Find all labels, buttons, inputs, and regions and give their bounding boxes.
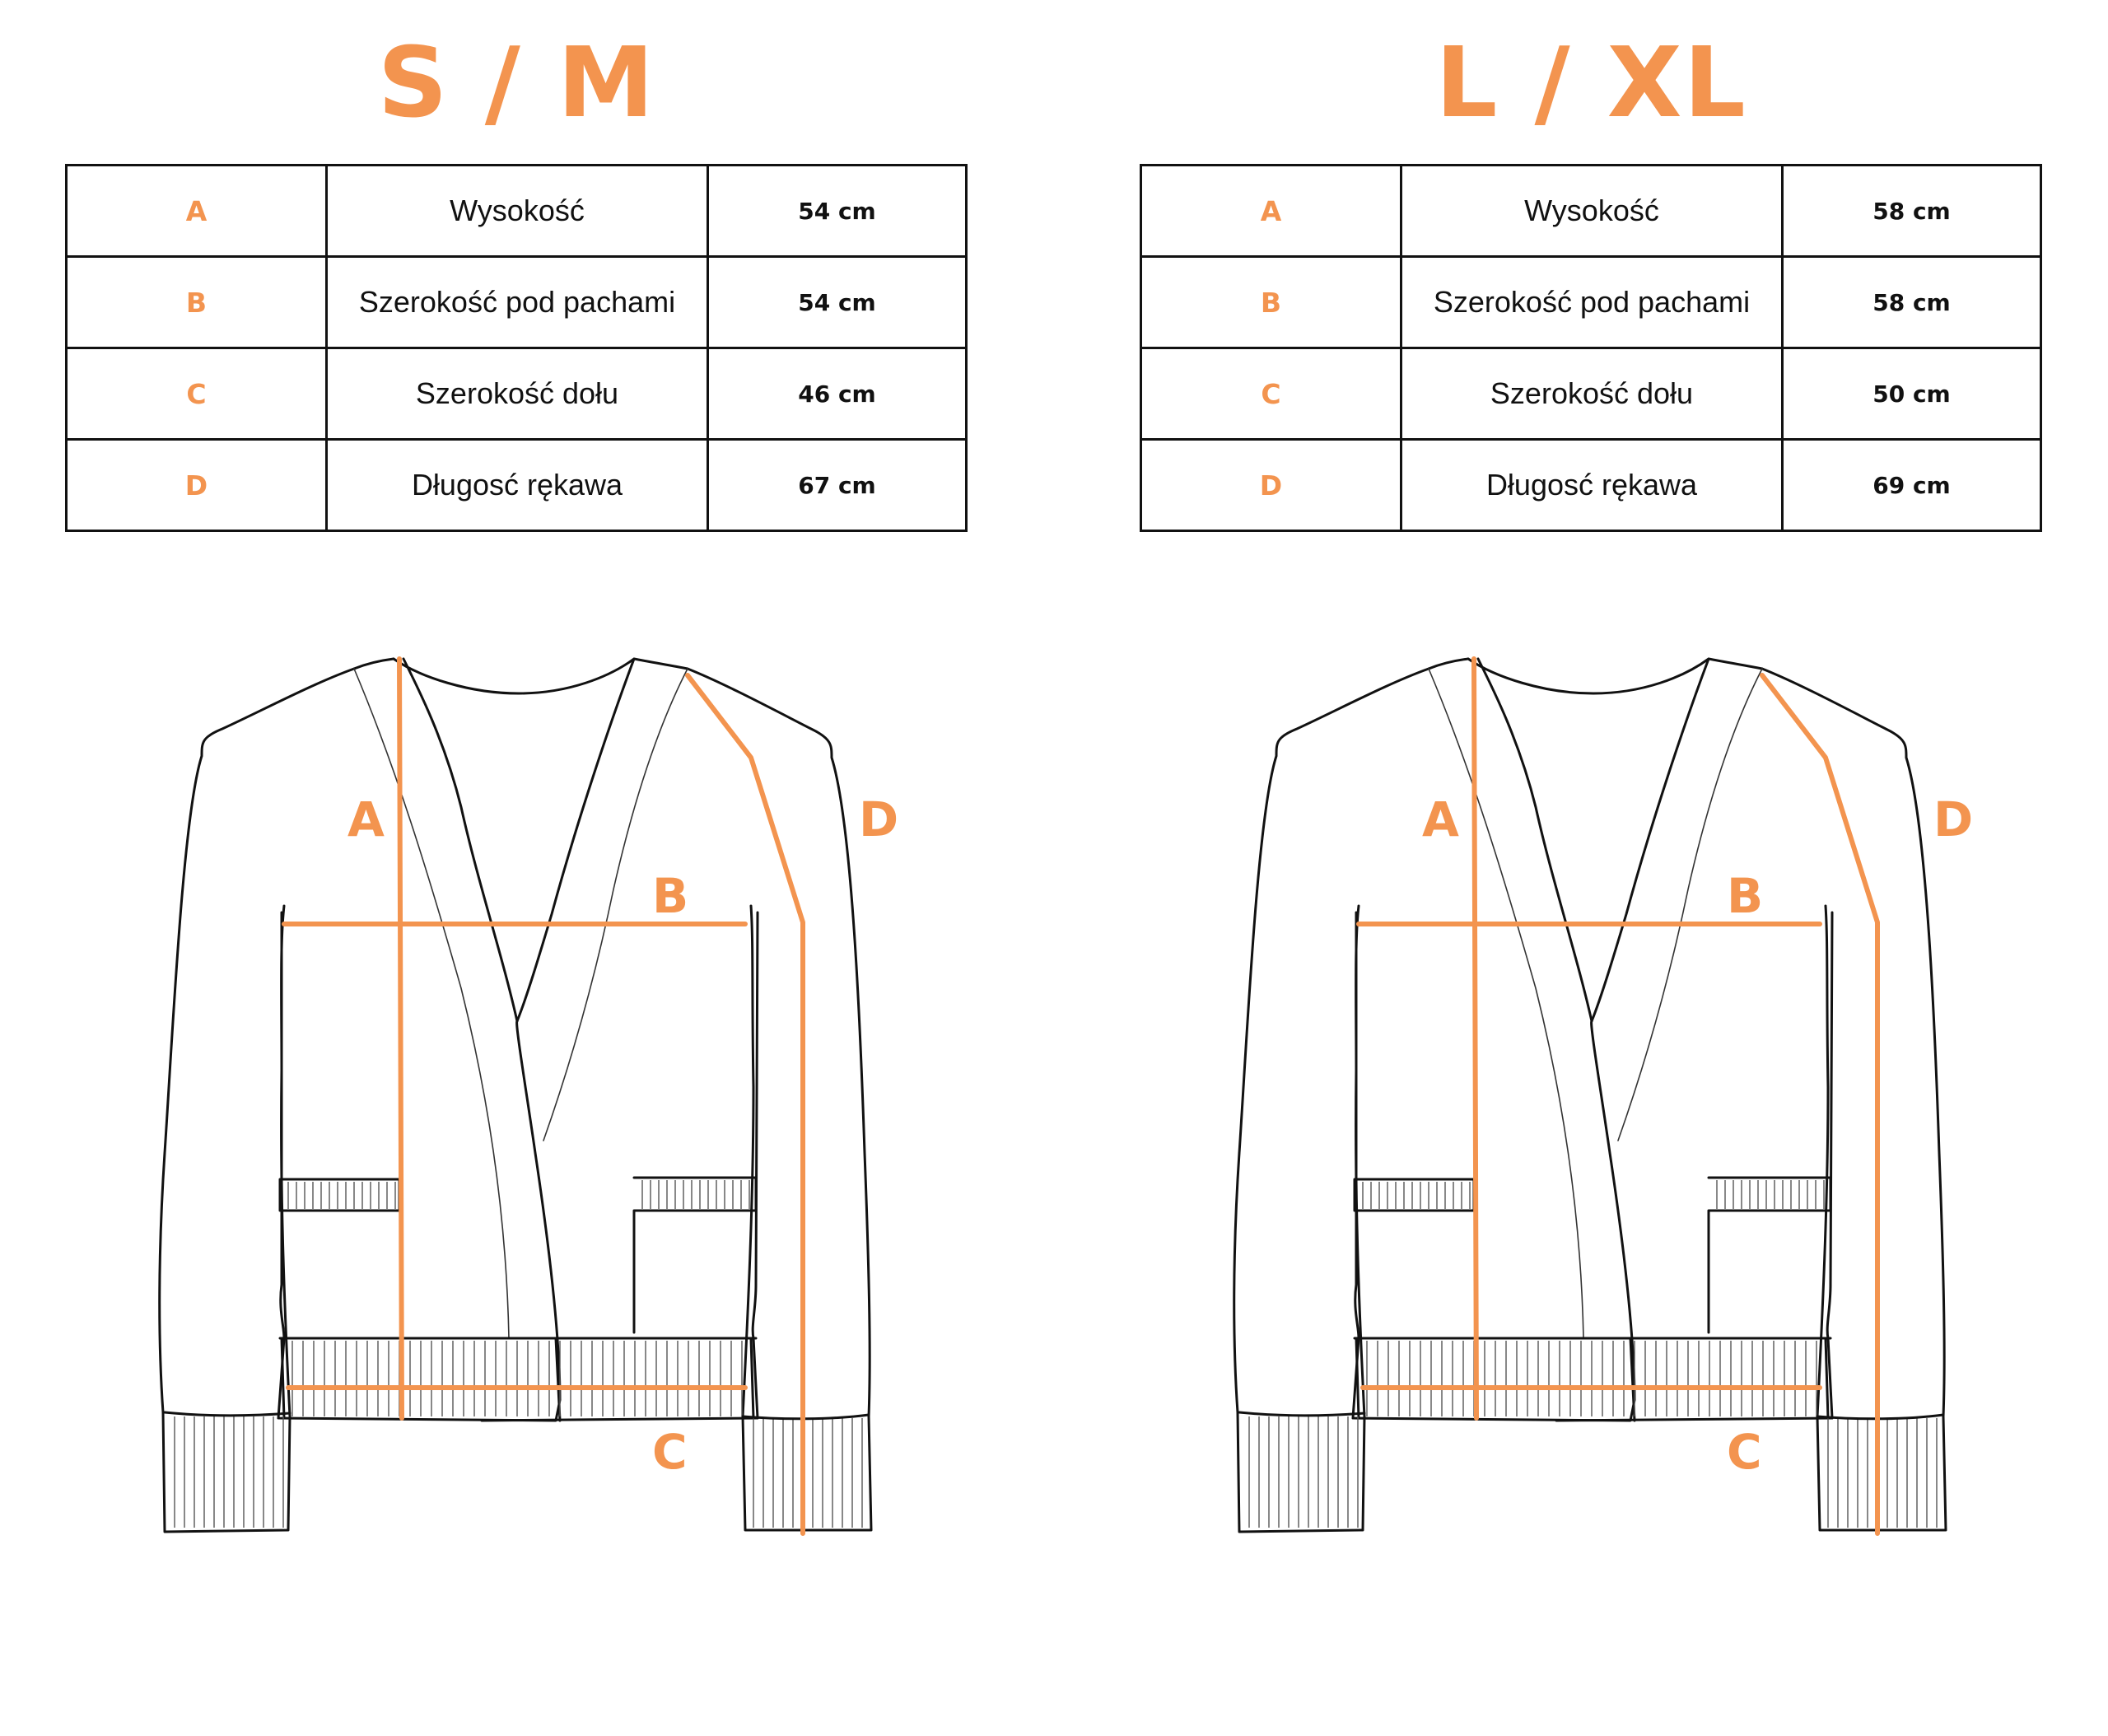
measurement-lines — [1356, 656, 1880, 1536]
table-row: B Szerokość pod pachami 54 cm — [65, 255, 968, 349]
measure-letter: D — [1140, 438, 1402, 532]
measure-value: 69 cm — [1781, 438, 2042, 532]
measure-value: 46 cm — [707, 347, 968, 441]
table-row: A Wysokość 58 cm — [1140, 164, 2042, 258]
measure-line-a — [1471, 656, 1479, 1421]
measure-letter: D — [65, 438, 328, 532]
label-a: A — [347, 791, 385, 847]
measure-label: Wysokość — [1400, 164, 1784, 258]
measure-label: Szerokość dołu — [325, 347, 709, 441]
table-row: C Szerokość dołu 46 cm — [65, 347, 968, 441]
measure-label: Wysokość — [325, 164, 709, 258]
measure-letter: A — [1140, 164, 1402, 258]
measure-value: 58 cm — [1781, 255, 2042, 349]
measure-label: Szerokość pod pachami — [325, 255, 709, 349]
label-d: D — [859, 791, 898, 847]
measure-letter: C — [1140, 347, 1402, 441]
measure-letter: A — [65, 164, 328, 258]
measure-label: Długosć rękawa — [1400, 438, 1784, 532]
measure-line-a — [397, 656, 404, 1421]
measure-label: Długosć rękawa — [325, 438, 709, 532]
label-b: B — [652, 868, 688, 924]
label-d: D — [1933, 791, 1973, 847]
table-row: C Szerokość dołu 50 cm — [1140, 347, 2042, 441]
measure-label: Szerokość pod pachami — [1400, 255, 1784, 349]
measure-letter: B — [65, 255, 328, 349]
table-row: A Wysokość 54 cm — [65, 164, 968, 258]
measure-value: 54 cm — [707, 164, 968, 258]
table-row: B Szerokość pod pachami 58 cm — [1140, 255, 2042, 349]
label-a: A — [1422, 791, 1459, 847]
label-b: B — [1727, 868, 1763, 924]
measurement-lines — [282, 656, 805, 1536]
measure-value: 67 cm — [707, 438, 968, 532]
rib-texture — [163, 1180, 870, 1528]
measure-letter: C — [65, 347, 328, 441]
size-chart-s-m: S / M A Wysokość 54 cm B Szerokość pod p… — [65, 26, 968, 1536]
measurement-table: A Wysokość 54 cm B Szerokość pod pachami… — [65, 164, 968, 532]
size-title: S / M — [377, 26, 656, 139]
measure-value: 58 cm — [1781, 164, 2042, 258]
label-c: C — [652, 1424, 688, 1480]
cardigan-outline — [1233, 657, 1947, 1533]
size-title: L / XL — [1435, 26, 1747, 139]
cardigan-outline — [158, 657, 873, 1533]
label-c: C — [1727, 1424, 1762, 1480]
measure-line-d — [685, 673, 805, 1536]
table-row: D Długosć rękawa 67 cm — [65, 438, 968, 532]
measurement-table: A Wysokość 58 cm B Szerokość pod pachami… — [1140, 164, 2042, 532]
measure-letter: B — [1140, 255, 1402, 349]
table-row: D Długosć rękawa 69 cm — [1140, 438, 2042, 532]
cardigan-diagram: A B C D — [158, 656, 898, 1536]
cardigan-diagram: A B C D — [1233, 656, 1973, 1536]
measure-value: 50 cm — [1781, 347, 2042, 441]
size-chart-l-xl: L / XL A Wysokość 58 cm B Szerokość pod … — [1075, 0, 2108, 1736]
measure-line-d — [1760, 673, 1880, 1536]
measure-label: Szerokość dołu — [1400, 347, 1784, 441]
measure-value: 54 cm — [707, 255, 968, 349]
rib-texture — [1238, 1180, 1945, 1528]
